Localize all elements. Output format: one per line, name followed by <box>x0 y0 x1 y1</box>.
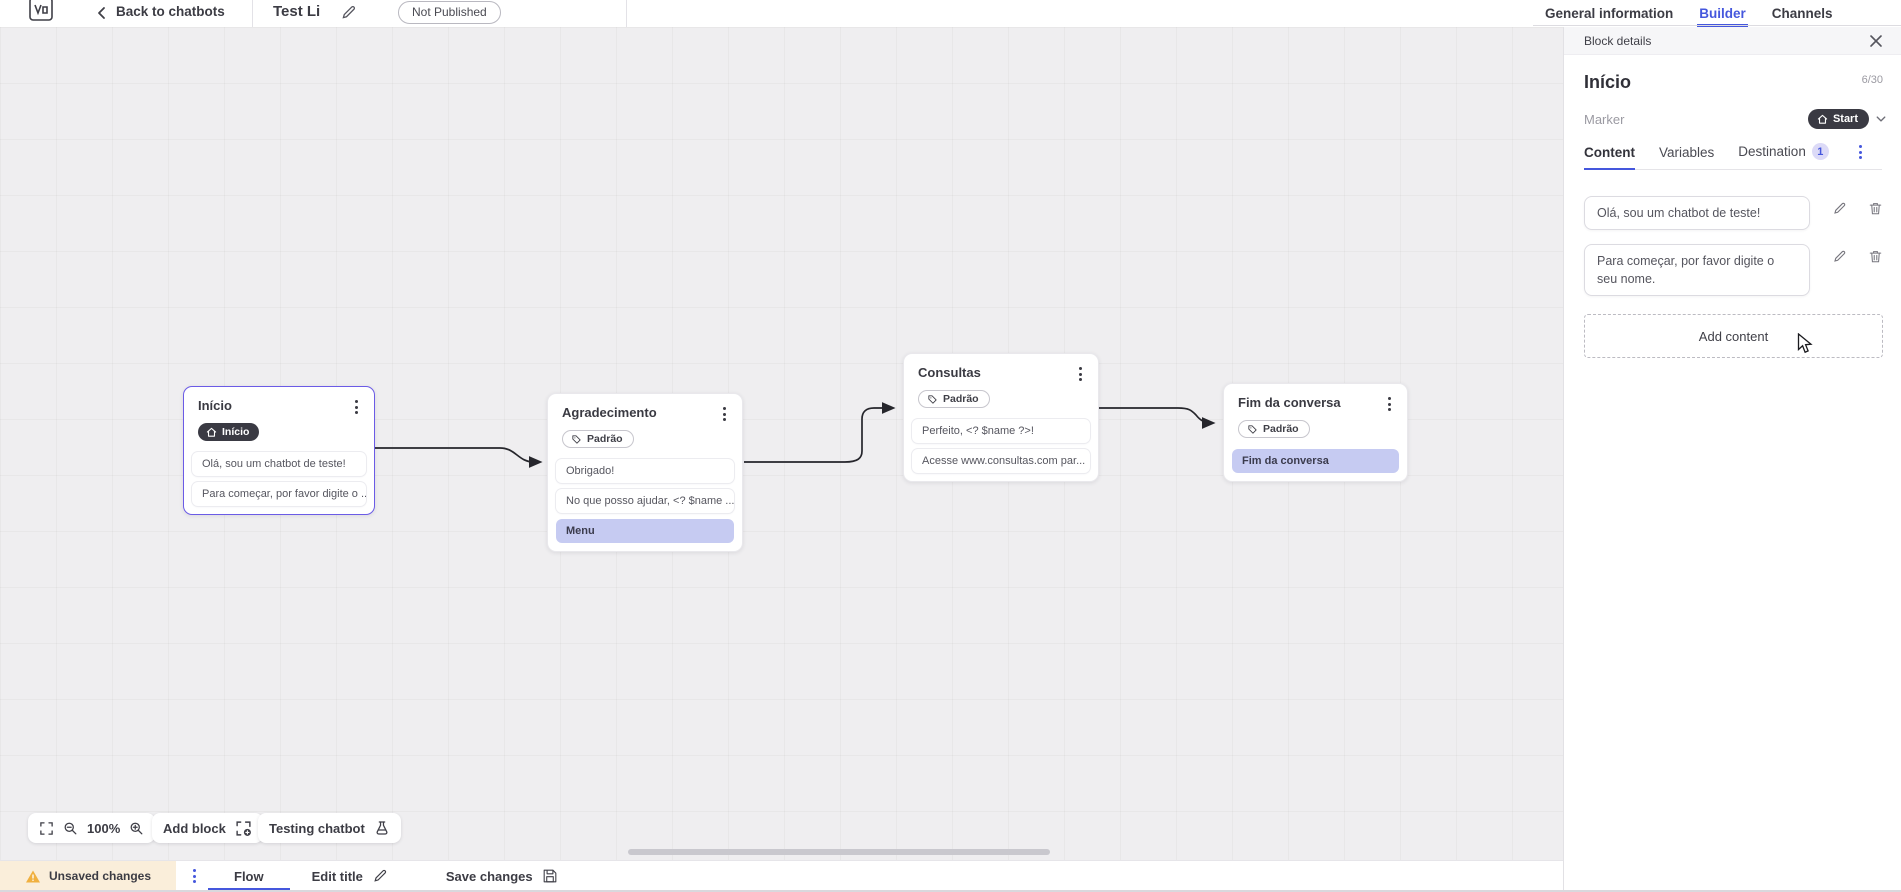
block-message[interactable]: Acesse www.consultas.com par... <box>912 448 1090 473</box>
kebab-menu-icon[interactable] <box>1075 365 1086 383</box>
flow-block-consultas[interactable]: Consultas Padrão Perfeito, <? $name ?>! … <box>903 353 1099 482</box>
edit-title-pencil-icon[interactable] <box>340 4 357 21</box>
tag-icon <box>1248 424 1257 434</box>
tab-builder[interactable]: Builder <box>1697 0 1748 27</box>
edit-title-label: Edit title <box>311 868 363 884</box>
badge-label: Padrão <box>587 433 623 445</box>
chevron-left-icon[interactable] <box>94 5 110 21</box>
flow-block-agradecimento[interactable]: Agradecimento Padrão Obrigado! No que po… <box>547 393 743 552</box>
zoom-controls: 100% <box>28 813 156 843</box>
warning-icon <box>25 870 40 882</box>
name-char-counter: 6/30 <box>1861 74 1883 86</box>
back-to-chatbots-link[interactable]: Back to chatbots <box>116 4 225 19</box>
zoom-out-icon[interactable] <box>63 821 78 836</box>
block-end-item[interactable]: Fim da conversa <box>1232 448 1399 473</box>
pencil-icon <box>374 869 387 882</box>
panel-kebab-menu-icon[interactable] <box>1855 143 1866 161</box>
flow-canvas[interactable]: Início Início Olá, sou um chatbot de tes… <box>0 27 1563 860</box>
tab-destination[interactable]: Destination 1 <box>1738 143 1829 169</box>
badge-label: Início <box>222 426 250 438</box>
bottom-bar: Unsaved changes Flow Edit title Save cha… <box>0 860 1563 891</box>
testing-chatbot-label: Testing chatbot <box>269 820 365 836</box>
unsaved-changes-indicator: Unsaved changes <box>0 861 176 891</box>
marker-selector[interactable]: Start <box>1807 109 1887 129</box>
top-bar: Back to chatbots Test Li Not Published G… <box>0 0 1901 27</box>
tab-variables[interactable]: Variables <box>1659 145 1715 160</box>
tag-icon <box>572 434 581 444</box>
chatbot-title: Test Li <box>273 3 321 20</box>
flow-block-inicio[interactable]: Início Início Olá, sou um chatbot de tes… <box>183 386 375 515</box>
horizontal-scrollbar[interactable] <box>628 849 1050 855</box>
destination-count-badge: 1 <box>1811 143 1829 160</box>
content-text-field[interactable]: Para começar, por favor digite o seu nom… <box>1584 244 1810 296</box>
block-title: Consultas <box>918 365 981 380</box>
content-text-field[interactable]: Olá, sou um chatbot de teste! <box>1584 196 1810 230</box>
page-bottom-border <box>0 890 1901 892</box>
chevron-down-icon <box>1876 116 1886 122</box>
default-marker-badge: Padrão <box>918 390 990 408</box>
tab-general-information[interactable]: General information <box>1545 6 1674 21</box>
home-icon <box>1817 114 1828 124</box>
save-changes-button[interactable]: Save changes <box>446 868 558 884</box>
block-name-field[interactable]: Início <box>1584 72 1632 92</box>
content-item-row: Olá, sou um chatbot de teste! <box>1584 196 1883 230</box>
connection-lines <box>375 402 1216 468</box>
block-title: Agradecimento <box>562 405 657 420</box>
edit-content-pencil-icon[interactable] <box>1832 249 1847 264</box>
flask-icon <box>376 821 388 835</box>
save-icon <box>543 869 556 883</box>
zoom-in-icon[interactable] <box>129 821 144 836</box>
topbar-border <box>1533 25 1901 26</box>
block-message[interactable]: Obrigado! <box>556 458 734 483</box>
panel-header-title: Block details <box>1584 33 1652 48</box>
home-icon <box>206 427 217 437</box>
topbar-divider <box>626 0 627 27</box>
block-details-panel: Block details Início 6/30 Marker Start C… <box>1563 27 1901 892</box>
block-message[interactable]: No que posso ajudar, <? $name ... <box>556 488 734 513</box>
fit-screen-icon[interactable] <box>39 821 54 836</box>
kebab-menu-icon[interactable] <box>1384 395 1395 413</box>
tab-content[interactable]: Content <box>1584 145 1635 170</box>
flow-block-fim-da-conversa[interactable]: Fim da conversa Padrão Fim da conversa <box>1223 383 1408 482</box>
marker-value-badge: Start <box>1807 109 1869 129</box>
testing-chatbot-button[interactable]: Testing chatbot <box>258 813 401 843</box>
default-marker-badge: Padrão <box>562 430 634 448</box>
builder-nav-tabs: General information Builder Channels <box>1545 0 1833 27</box>
tag-icon <box>928 394 937 404</box>
close-icon[interactable] <box>1869 34 1883 48</box>
edit-content-pencil-icon[interactable] <box>1832 201 1847 216</box>
app-logo-icon[interactable] <box>28 0 54 24</box>
edit-title-button[interactable]: Edit title <box>312 868 388 884</box>
delete-content-trash-icon[interactable] <box>1868 249 1883 264</box>
block-message[interactable]: Olá, sou um chatbot de teste! <box>192 451 366 476</box>
panel-tabs: Content Variables Destination 1 <box>1584 143 1882 170</box>
bottom-kebab-menu-icon[interactable] <box>189 867 200 885</box>
marker-value: Start <box>1832 113 1858 125</box>
marker-label: Marker <box>1584 111 1625 127</box>
add-content-button[interactable]: Add content <box>1584 314 1883 358</box>
add-block-label: Add block <box>163 820 226 836</box>
topbar-divider <box>252 0 253 27</box>
block-title: Fim da conversa <box>1238 395 1341 410</box>
kebab-menu-icon[interactable] <box>351 398 362 416</box>
unsaved-changes-label: Unsaved changes <box>48 869 152 883</box>
block-message[interactable]: Para começar, por favor digite o ... <box>192 481 366 506</box>
badge-label: Padrão <box>943 393 979 405</box>
default-marker-badge: Padrão <box>1238 420 1310 438</box>
zoom-level: 100% <box>87 820 121 836</box>
save-changes-label: Save changes <box>445 868 533 884</box>
tab-channels[interactable]: Channels <box>1771 6 1833 21</box>
delete-content-trash-icon[interactable] <box>1868 201 1883 216</box>
add-block-button[interactable]: Add block <box>152 813 263 843</box>
content-item-row: Para começar, por favor digite o seu nom… <box>1584 244 1883 296</box>
block-message[interactable]: Perfeito, <? $name ?>! <box>912 418 1090 443</box>
add-block-icon <box>236 820 251 836</box>
status-badge: Not Published <box>398 1 501 24</box>
block-title: Início <box>198 398 232 413</box>
start-marker-badge: Início <box>198 423 260 441</box>
block-menu-item[interactable]: Menu <box>556 518 734 543</box>
tab-flow[interactable]: Flow <box>208 861 290 891</box>
kebab-menu-icon[interactable] <box>719 405 730 423</box>
badge-label: Padrão <box>1263 423 1299 435</box>
